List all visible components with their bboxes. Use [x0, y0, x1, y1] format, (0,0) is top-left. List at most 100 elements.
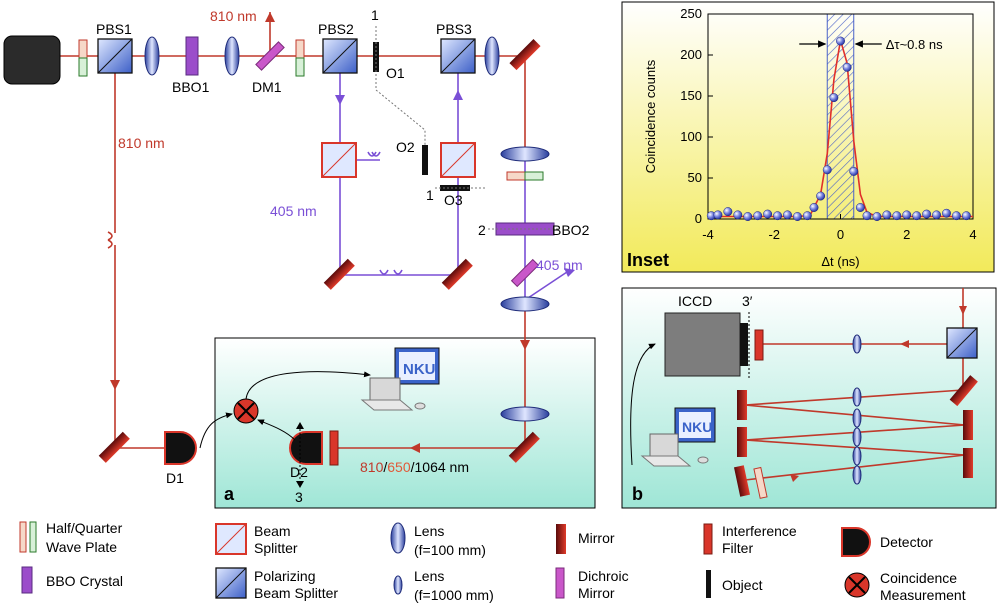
data-point: [922, 209, 932, 219]
y-axis-label: Coincidence counts: [643, 59, 658, 173]
detector-d1: [164, 431, 197, 465]
pos-1-top: 1: [371, 7, 379, 23]
mirror-b-2: [737, 390, 747, 420]
inset-label: Inset: [627, 250, 669, 270]
y-tick-label: 200: [680, 47, 702, 62]
legend-coincidence-line1: Coincidence: [880, 570, 957, 586]
coincidence-circle: [233, 398, 259, 424]
mirror-b-6: [733, 465, 751, 497]
beam-splitter-left: [321, 142, 357, 178]
wire-b: [630, 343, 656, 466]
data-point: [882, 210, 892, 220]
waveplate-1: [78, 39, 88, 77]
x-axis-label: Δt (ns): [821, 254, 859, 269]
filter-b: [754, 329, 764, 361]
legend-filter-icon: [703, 523, 713, 555]
data-point: [855, 203, 865, 212]
legend-lens1000-icon: [393, 575, 403, 595]
data-point: [809, 203, 819, 212]
data-point: [713, 210, 723, 220]
detector-d2: [289, 431, 323, 465]
panel-a-label: a: [224, 484, 235, 504]
pbs2-cube: [322, 38, 358, 74]
y-tick-label: 0: [695, 211, 702, 226]
nku-label-b: NKU: [682, 419, 712, 435]
legend-mirror-icon: [556, 524, 566, 554]
data-point: [816, 191, 826, 201]
pos-3-arrows: [296, 422, 304, 488]
data-point: [862, 211, 872, 221]
dm1-label: DM1: [252, 79, 282, 95]
data-point: [829, 93, 839, 103]
bbo1-label: BBO1: [172, 79, 210, 95]
mirror-panel-a: [508, 431, 540, 463]
x-tick-label: 4: [969, 227, 976, 242]
legend-filter-line1: Interference: [722, 523, 797, 539]
arrow-a-left: [410, 443, 420, 453]
arrow-810-up: [265, 12, 275, 22]
mirror-left-bottom: [98, 431, 130, 463]
arrow-405-down: [335, 95, 345, 105]
data-point: [783, 210, 792, 220]
x-tick-label: -4: [702, 227, 714, 242]
o1-label: O1: [386, 65, 405, 81]
data-point: [802, 211, 812, 221]
legend-coincidence-icon: [844, 572, 870, 598]
iccd-face: [740, 323, 748, 366]
legend-detector-icon: [841, 527, 871, 557]
bbo2-label: BBO2: [552, 222, 590, 238]
arrow-405-up: [453, 90, 463, 100]
d1-label: D1: [166, 470, 184, 486]
pos-3prime: 3′: [742, 293, 753, 309]
mirror-b-4: [737, 427, 747, 457]
object-o1: [373, 42, 379, 72]
data-point: [872, 212, 882, 221]
panel-b-label: b: [632, 484, 643, 504]
legend-dichroic-line2: Mirror: [578, 585, 615, 601]
pbs3-cube: [440, 38, 476, 74]
x-tick-label: 0: [837, 227, 844, 242]
pbs-panel-b: [946, 327, 978, 359]
annotation-label: Δτ~0.8 ns: [886, 37, 943, 52]
lens-b-4: [852, 427, 862, 447]
dichroic-mirror-2: [510, 258, 540, 288]
y-tick-label: 250: [680, 6, 702, 21]
computer-b: [640, 407, 716, 467]
y-tick-label: 100: [680, 129, 702, 144]
data-point: [892, 211, 902, 221]
legend-mirror: Mirror: [578, 530, 615, 546]
o3-label: O3: [444, 192, 463, 208]
mirror-b-3: [963, 410, 973, 440]
legend-object-icon: [706, 570, 711, 598]
o2-label: O2: [396, 139, 415, 155]
legend-bbo-icon: [21, 566, 33, 594]
lens-panel-a: [500, 406, 550, 422]
arrow-b-return: [790, 474, 799, 482]
legend-pbs-icon: [215, 567, 247, 599]
iccd-camera: [664, 312, 741, 377]
arrow-a-down: [520, 340, 530, 350]
legend-dichroic-line1: Dichroic: [578, 568, 629, 584]
legend-bbo: BBO Crystal: [46, 573, 123, 589]
data-point: [942, 208, 951, 218]
data-point: [743, 212, 753, 221]
waveplate-b: [753, 466, 768, 499]
wl-405-right: 405 nm: [536, 257, 583, 273]
data-point: [792, 212, 802, 221]
pos-2: 2: [478, 222, 486, 238]
pbs2-label: PBS2: [318, 21, 354, 37]
wire-computer: [245, 371, 371, 400]
arrow-b-left: [900, 340, 909, 348]
x-tick-label: -2: [768, 227, 780, 242]
mirror-top-right: [509, 39, 541, 71]
pbs3-label: PBS3: [436, 21, 472, 37]
wl-810-left: 810 nm: [118, 135, 165, 151]
object-o2: [422, 145, 428, 175]
legend-bs-line1: Beam: [254, 523, 291, 539]
legend-pbs-line1: Polarizing: [254, 568, 315, 584]
mirror-interf-right: [441, 258, 473, 290]
legend-bs-line2: Splitter: [254, 540, 298, 556]
lens-b-6: [852, 465, 862, 485]
